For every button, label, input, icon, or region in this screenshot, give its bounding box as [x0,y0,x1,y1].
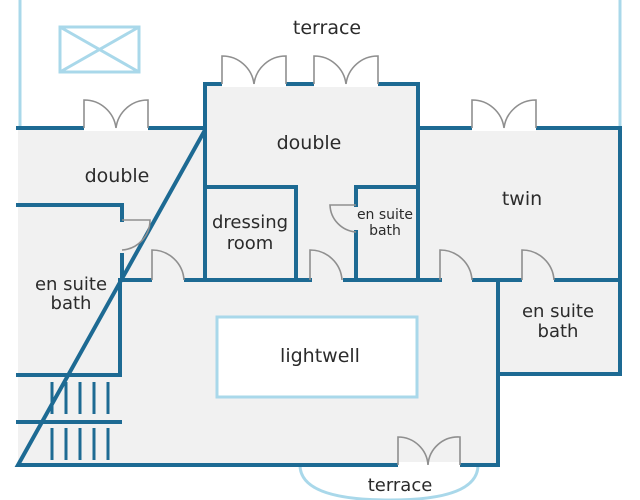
ensuite-left-label-2: bath [51,293,92,314]
lightwell-outline [215,315,419,399]
terrace-bottom-label: terrace [368,475,433,496]
terrace-top-label: terrace [293,17,361,39]
ensuite-right-label-2: bath [538,321,579,342]
walls [14,82,622,467]
double-center-label: double [277,132,342,154]
dressing-room-label-1: dressing [212,212,288,233]
dressing-room-label-2: room [227,233,274,254]
skylight-icon [58,25,141,74]
terrace-top-outline [18,0,622,128]
ensuite-right-label-1: en suite [522,301,594,322]
stairs-icon [50,382,110,460]
double-left-label: double [85,165,150,187]
terrace-bottom-outline [298,464,480,500]
ensuite-small-label-2: bath [369,223,401,239]
twin-label: twin [502,188,542,210]
door-swing-icons [83,55,555,466]
ensuite-small-label-1: en suite [357,207,413,223]
ensuite-left-label-1: en suite [35,274,107,295]
floor-area [18,84,620,465]
lightwell-label: lightwell [280,345,360,367]
